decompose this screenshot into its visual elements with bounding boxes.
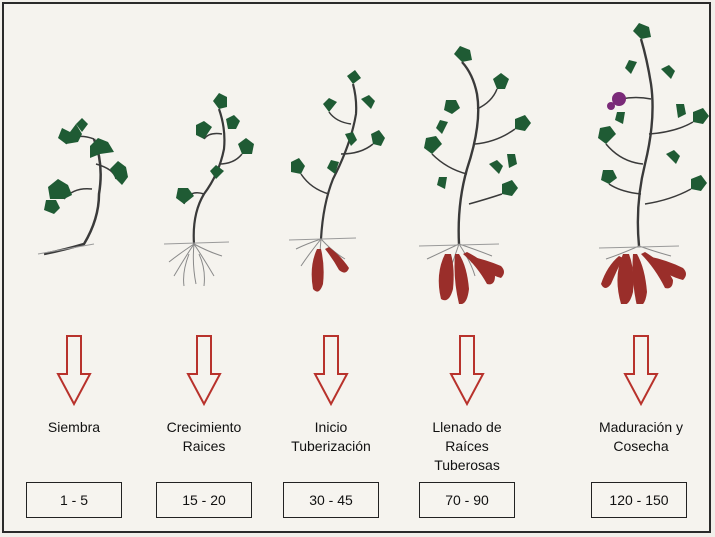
down-arrow-icon bbox=[449, 334, 485, 406]
down-arrow-icon bbox=[313, 334, 349, 406]
down-arrow-icon bbox=[56, 334, 92, 406]
stage-label: Llenado de Raíces Tuberosas bbox=[397, 418, 537, 475]
down-arrow-icon bbox=[186, 334, 222, 406]
stage-llenado-raices: Llenado de Raíces Tuberosas 70 - 90 bbox=[397, 4, 537, 533]
harvest-plant-icon bbox=[571, 4, 711, 304]
stage-label: Inicio Tuberización bbox=[261, 418, 401, 456]
stage-label: Maduración y Cosecha bbox=[571, 418, 711, 456]
days-box: 120 - 150 bbox=[591, 482, 687, 518]
stage-maduracion-cosecha: Maduración y Cosecha 120 - 150 bbox=[571, 4, 711, 533]
rooting-plant-icon bbox=[134, 4, 274, 304]
down-arrow-icon bbox=[623, 334, 659, 406]
stage-crecimiento-raices: Crecimiento Raices 15 - 20 bbox=[134, 4, 274, 533]
days-box: 15 - 20 bbox=[156, 482, 252, 518]
stage-label: Crecimiento Raices bbox=[134, 418, 274, 456]
days-box: 1 - 5 bbox=[26, 482, 122, 518]
cutting-plant-icon bbox=[4, 4, 144, 304]
days-box: 70 - 90 bbox=[419, 482, 515, 518]
stage-label: Siembra bbox=[4, 418, 144, 437]
stage-siembra: Siembra 1 - 5 bbox=[4, 4, 144, 533]
tuber-fill-plant-icon bbox=[397, 4, 537, 304]
days-box: 30 - 45 bbox=[283, 482, 379, 518]
tuber-start-plant-icon bbox=[261, 4, 401, 304]
stage-inicio-tuberizacion: Inicio Tuberización 30 - 45 bbox=[261, 4, 401, 533]
